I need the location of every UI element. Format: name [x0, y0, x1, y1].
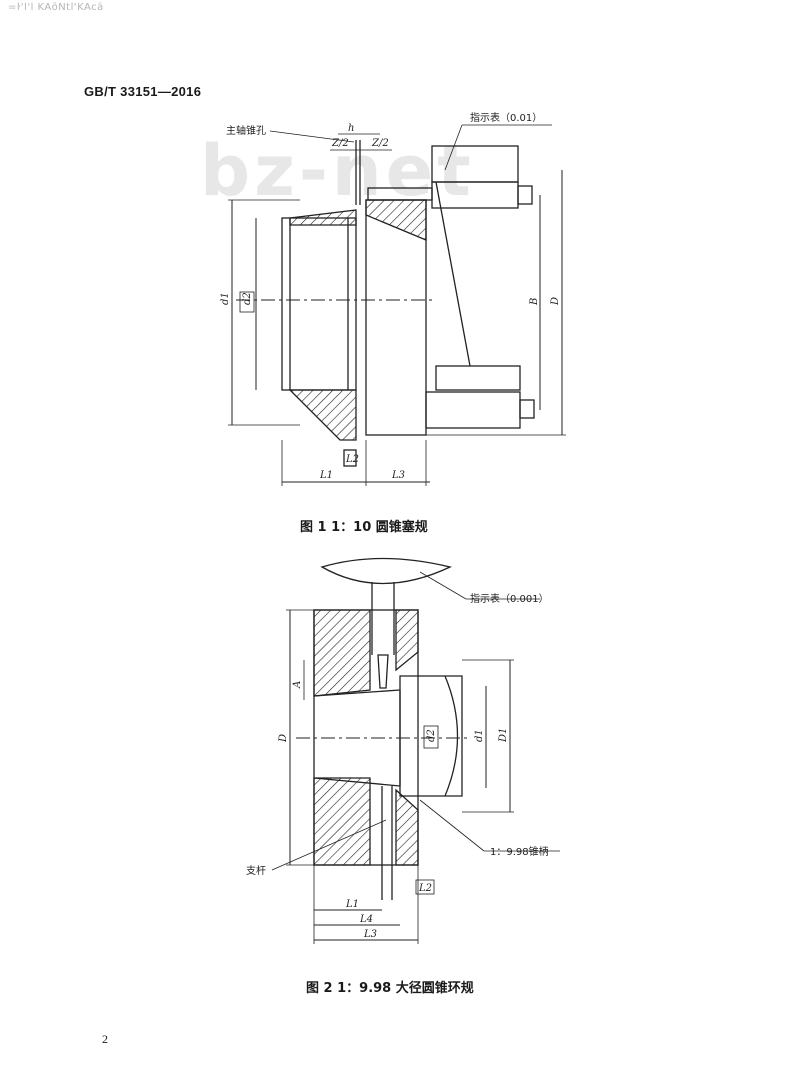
fig1-label-spindle-hole: 主轴锥孔 — [226, 124, 266, 137]
fig1-label-d1: d1 — [220, 292, 231, 305]
fig1-label-l1: L1 — [319, 470, 333, 481]
standard-number: GB/T 33151—2016 — [84, 84, 202, 99]
fig2-label-d: D — [278, 734, 289, 743]
fig2-label-d1-big: D1 — [498, 728, 509, 743]
fig1-label-h: h — [348, 123, 354, 134]
fig1-label-l2: L2 — [345, 454, 359, 465]
fig2-label-l1: L1 — [345, 899, 359, 910]
fig1-label-indicator: 指示表（0.01） — [470, 111, 542, 124]
fig2-label-l4: L4 — [359, 914, 373, 925]
fig1-label-z2-right: Z/2 — [371, 138, 389, 149]
figure-1-caption: 图 1 1：10 圆锥塞规 — [300, 520, 428, 535]
fig1-label-b: B — [529, 298, 540, 306]
fig2-label-d2: d2 — [426, 729, 437, 742]
fig2-label-l2: L2 — [418, 883, 432, 894]
fig2-label-taper-pin: 1：9.98锥柄 — [490, 845, 549, 858]
fig2-label-l3: L3 — [363, 929, 377, 940]
fig1-label-d: D — [550, 297, 561, 306]
fig1-label-l3: L3 — [391, 470, 405, 481]
fig1-label-d2: d2 — [242, 292, 253, 305]
fig2-label-d1: d1 — [474, 729, 485, 742]
page-number: 2 — [102, 1032, 108, 1046]
fig1-label-z2-left: Z/2 — [331, 138, 349, 149]
fig2-label-a: A — [292, 681, 303, 689]
fig2-label-indicator: 指示表（0.001） — [470, 592, 549, 605]
watermark-text: bz-net — [200, 130, 475, 212]
fig2-label-support-rod: 支杆 — [246, 865, 266, 877]
page-header-mark: =ŀ'l'l KAöNtl'KAcä — [8, 2, 104, 13]
figure-2-caption: 图 2 1：9.98 大径圆锥环规 — [306, 981, 474, 996]
